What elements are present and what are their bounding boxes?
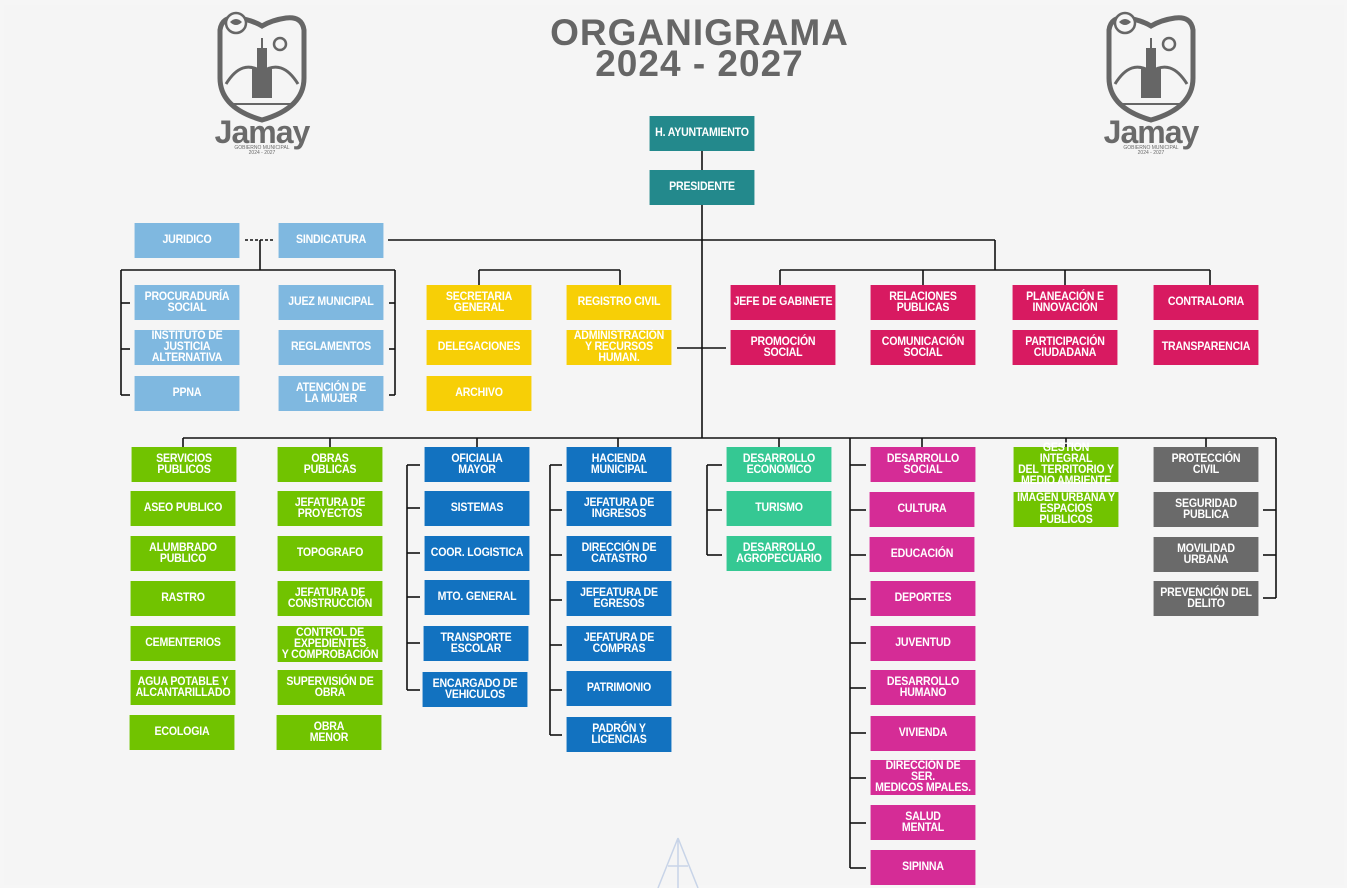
logo-name: Jamay [1103, 114, 1200, 150]
node-administracion: ADMINISTRACIÓN Y RECURSOS HUMAN. [566, 330, 672, 365]
node-gestion: GESTION INTEGRAL DEL TERRITORIO Y MEDIO … [1013, 442, 1119, 486]
node-comunicacion: COMUNICACIÓN SOCIAL [870, 330, 976, 365]
node-obras: OBRAS PUBLICAS [277, 447, 383, 482]
node-des-agro: DESARROLLO AGROPECUARIO [726, 536, 832, 571]
node-jef-construccion: JEFATURA DE CONSTRUCCIÓN [277, 581, 383, 616]
node-secretaria: SECRETARIA GENERAL [426, 285, 532, 320]
node-agua: AGUA POTABLE Y ALCANTARILLADO [130, 670, 236, 705]
node-aseo: ASEO PUBLICO [130, 491, 236, 526]
node-mto-general: MTO. GENERAL [424, 580, 530, 615]
node-educacion: EDUCACIÓN [869, 537, 975, 572]
jamay-logo-left: Jamay GOBIERNO MUNICIPAL 2024 - 2027 [212, 8, 312, 158]
node-jef-compras: JEFATURA DE COMPRAS [566, 626, 672, 661]
node-ayuntamiento: H. AYUNTAMIENTO [649, 116, 755, 151]
node-encargado-veh: ENCARGADO DE VEHICULOS [422, 672, 528, 707]
node-juridico: JURIDICO [134, 223, 240, 258]
logo-subtitle: GOBIERNO MUNICIPAL 2024 - 2027 [1123, 145, 1179, 156]
jamay-logo-right: Jamay GOBIERNO MUNICIPAL 2024 - 2027 [1101, 8, 1201, 158]
node-control-exp: CONTROL DE EXPEDIENTES Y COMPROBACIÓN [277, 626, 383, 662]
node-contraloria: CONTRALORIA [1153, 285, 1259, 320]
shield-icon [1106, 11, 1196, 123]
node-topografo: TOPOGRAFO [277, 536, 383, 571]
node-sipinna: SIPINNA [870, 850, 976, 885]
node-juez: JUEZ MUNICIPAL [278, 285, 384, 320]
chart-title-line-2: 2024 - 2027 [595, 43, 804, 84]
node-registro: REGISTRO CIVIL [566, 285, 672, 320]
node-des-economico: DESARROLLO ECONOMICO [726, 447, 832, 482]
node-seguridad: SEGURIDAD PUBLICA [1153, 492, 1259, 527]
node-proteccion: PROTECCIÓN CIVIL [1153, 447, 1259, 482]
node-oficialia: OFICIALIA MAYOR [424, 447, 530, 482]
node-atencion-mujer: ATENCIÓN DE LA MUJER [278, 376, 384, 411]
node-vivienda: VIVIENDA [870, 716, 976, 751]
node-cultura: CULTURA [869, 492, 975, 527]
node-archivo: ARCHIVO [426, 376, 532, 411]
node-salud-mental: SALUD MENTAL [870, 805, 976, 840]
node-catastro: DIRECCIÓN DE CATASTRO [566, 536, 672, 571]
node-instituto: INSTITUTO DE JUSTICIA ALTERNATIVA [134, 330, 240, 365]
node-turismo: TURISMO [726, 491, 832, 526]
node-movilidad: MOVILIDAD URBANA [1153, 537, 1259, 572]
logo-subtitle: GOBIERNO MUNICIPAL 2024 - 2027 [234, 145, 290, 156]
node-delegaciones: DELEGACIONES [426, 330, 532, 365]
node-jef-egresos: JEFEATURA DE EGRESOS [566, 581, 672, 616]
node-ecologia: ECOLOGIA [129, 715, 235, 750]
shield-icon [217, 11, 307, 123]
node-jef-proyectos: JEFATURA DE PROYECTOS [277, 491, 383, 526]
node-jef-ingresos: JEFATURA DE INGRESOS [566, 491, 672, 526]
node-medicos: DIRECCIÓN DE SER. MEDICOS MPALES. [870, 760, 976, 795]
node-presidente: PRESIDENTE [649, 170, 755, 205]
node-cementerios: CEMENTERIOS [130, 626, 236, 661]
node-deportes: DEPORTES [870, 581, 976, 616]
node-alumbrado: ALUMBRADO PUBLICO [130, 536, 236, 571]
node-juventud: JUVENTUD [870, 626, 976, 661]
node-des-humano: DESARROLLO HUMANO [870, 670, 976, 705]
node-relaciones: RELACIONES PUBLICAS [870, 285, 976, 320]
node-jefe-gabinete: JEFE DE GABINETE [730, 285, 836, 320]
node-sistemas: SISTEMAS [424, 491, 530, 526]
node-coor-logistica: COOR. LOGISTICA [424, 536, 530, 571]
node-transparencia: TRANSPARENCIA [1153, 330, 1259, 365]
node-participacion: PARTICIPACIÓN CIUDADANA [1012, 330, 1118, 365]
node-ppna: PPNA [134, 376, 240, 411]
node-promocion: PROMOCIÓN SOCIAL [730, 330, 836, 365]
logo-name: Jamay [214, 114, 311, 150]
node-prevencion: PREVENCIÓN DEL DELITO [1153, 581, 1259, 616]
node-padron: PADRÓN Y LICENCIAS [566, 717, 672, 752]
node-des-social: DESARROLLO SOCIAL [870, 447, 976, 482]
node-patrimonio: PATRIMONIO [566, 671, 672, 706]
watermark-icon [657, 837, 699, 888]
node-imagen-urbana: IMAGEN URBANA Y ESPACIOS PUBLICOS [1013, 492, 1119, 527]
node-planeacion: PLANEACIÓN E INNOVACIÓN [1012, 285, 1118, 320]
node-supervision: SUPERVISIÓN DE OBRA [277, 670, 383, 705]
node-servicios: SERVICIOS PUBLICOS [131, 447, 237, 482]
node-procuraduria: PROCURADURÍA SOCIAL [134, 285, 240, 320]
node-rastro: RASTRO [130, 581, 236, 616]
node-sindicatura: SINDICATURA [278, 223, 384, 258]
node-transporte: TRANSPORTE ESCOLAR [423, 626, 529, 661]
node-reglamentos: REGLAMENTOS [278, 330, 384, 365]
node-hacienda: HACIENDA MUNICIPAL [566, 447, 672, 482]
node-obra-menor: OBRA MENOR [276, 715, 382, 750]
chart-title-line-1: ORGANIGRAMA [550, 12, 849, 53]
